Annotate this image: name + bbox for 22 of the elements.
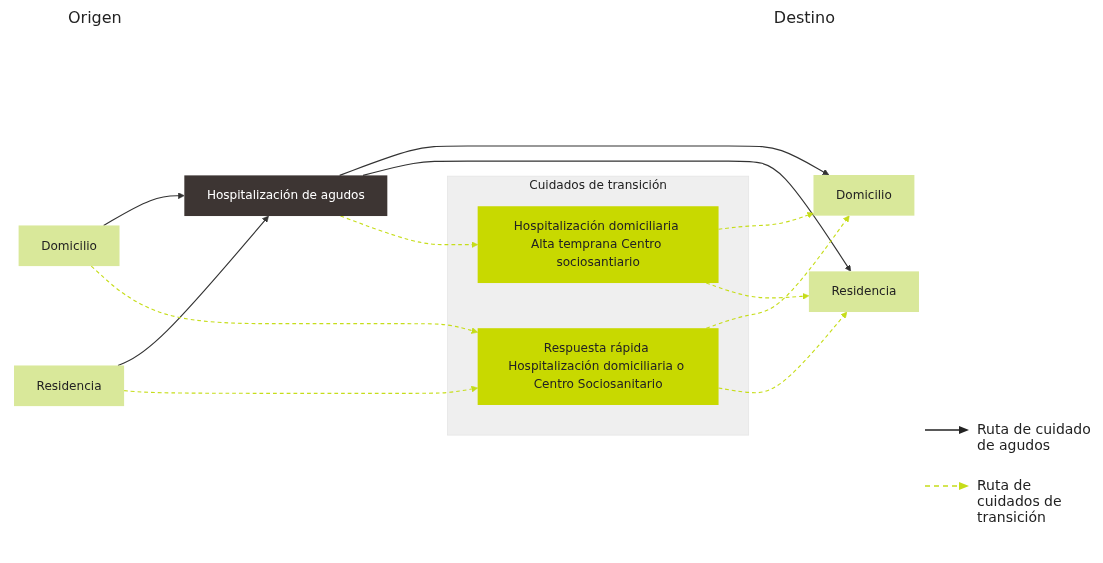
arrow [103, 192, 185, 227]
node-box: Residencia [808, 271, 919, 313]
arrow [123, 386, 478, 395]
arrow [117, 216, 269, 367]
arrow [339, 145, 830, 177]
arrow [705, 282, 810, 300]
arrow [90, 265, 478, 335]
column-heading: Origen [68, 8, 122, 27]
node-box: Hospitalización domiciliaria Alta temprana Centro sociosantiario [477, 206, 719, 284]
legend-label: Ruta de cuidado de agudos [977, 421, 1092, 453]
column-heading: Destino [773, 8, 835, 27]
node-box: Domicilio [813, 175, 915, 217]
node-box: Hospitalización de agudos [184, 175, 388, 217]
arrow [718, 312, 848, 394]
arrow [362, 160, 851, 273]
arrow [339, 215, 478, 249]
arrow [718, 212, 814, 231]
node-box: Respuesta rápida Hospitalización domiciliaria o Centro Sociosanitario [477, 328, 719, 406]
legend-label: Ruta de cuidados de transición [977, 477, 1063, 525]
arrow [705, 215, 850, 330]
node-box: Residencia [14, 365, 125, 407]
node-box: Domicilio [18, 225, 120, 267]
